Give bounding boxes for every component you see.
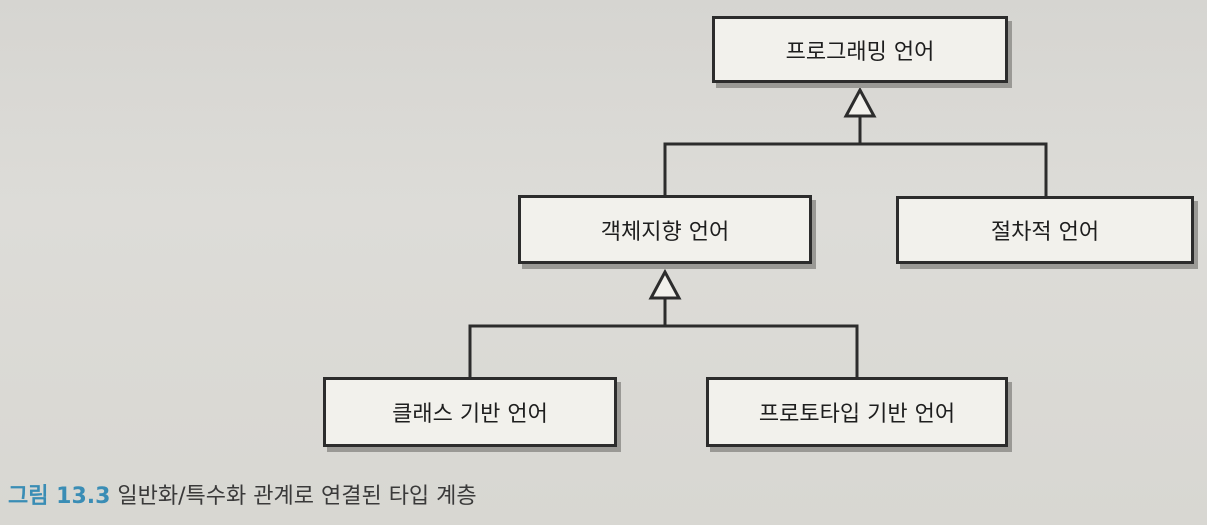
node-prototype-based-language: 프로토타입 기반 언어 (706, 377, 1008, 447)
node-procedural-language: 절차적 언어 (896, 196, 1194, 264)
edge-group-oop (468, 268, 859, 377)
edge-oop-to-root (663, 116, 862, 195)
node-label: 객체지향 언어 (600, 219, 730, 245)
node-programming-language: 프로그래밍 언어 (712, 16, 1008, 83)
node-label: 절차적 언어 (990, 220, 1100, 245)
caption-text: 일반화/특수화 관계로 연결된 타입 계층 (117, 484, 477, 509)
node-label: 프로토타입 기반 언어 (758, 402, 956, 427)
node-class-based-language: 클래스 기반 언어 (323, 377, 617, 447)
node-object-oriented-language: 객체지향 언어 (518, 195, 812, 264)
figure-number: 그림 13.3 (8, 484, 111, 509)
edge-group-root (663, 86, 1048, 196)
edge-class-to-oop (468, 298, 667, 377)
edge-procedural-to-root (860, 142, 1048, 196)
generalization-arrowhead-root (843, 86, 877, 118)
node-label: 클래스 기반 언어 (392, 402, 548, 427)
node-label: 프로그래밍 언어 (785, 39, 935, 65)
generalization-arrowhead-oop (648, 268, 682, 300)
edge-prototype-to-oop (665, 324, 859, 377)
figure-caption: 그림 13.3 일반화/특수화 관계로 연결된 타입 계층 (8, 478, 477, 510)
